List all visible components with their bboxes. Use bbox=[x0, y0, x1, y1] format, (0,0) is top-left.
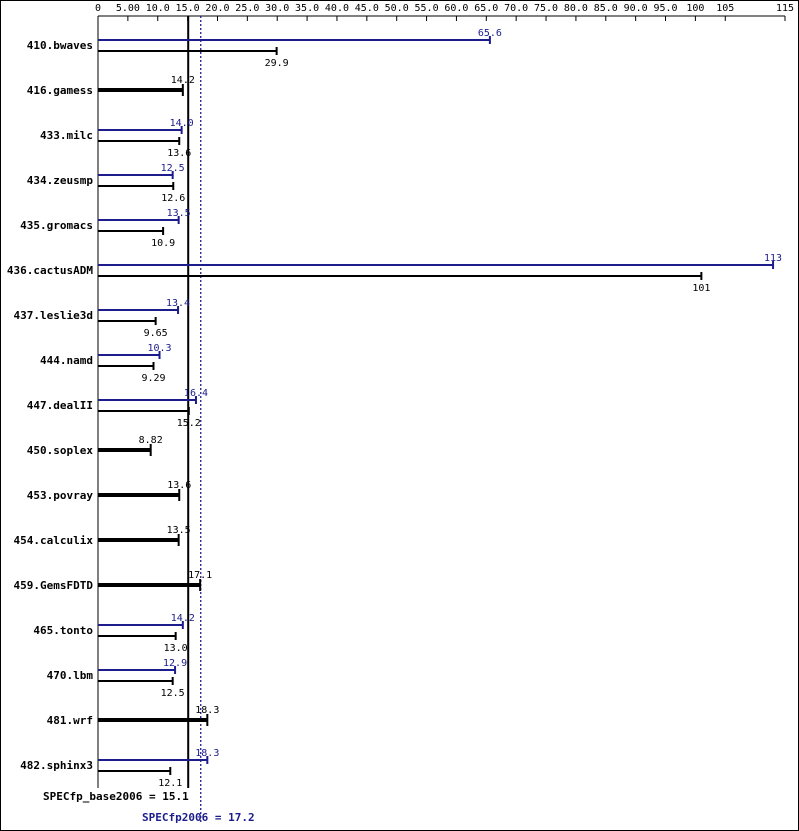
x-tick-label: 65.0 bbox=[474, 3, 498, 14]
summary-peak-label: SPECfp2006 = 17.2 bbox=[142, 811, 255, 824]
x-tick-label: 70.0 bbox=[504, 3, 528, 14]
benchmark-label: 450.soplex bbox=[27, 444, 94, 457]
base-value-label: 12.5 bbox=[161, 688, 185, 699]
base-value-label: 17.1 bbox=[188, 570, 212, 581]
benchmark-label: 454.calculix bbox=[14, 534, 94, 547]
benchmark-label: 437.leslie3d bbox=[14, 309, 93, 322]
x-tick-label: 10.0 bbox=[146, 3, 170, 14]
peak-value-label: 13.4 bbox=[166, 298, 190, 309]
benchmark-label: 459.GemsFDTD bbox=[14, 579, 94, 592]
base-value-label: 12.6 bbox=[161, 193, 185, 204]
x-tick-label: 35.0 bbox=[295, 3, 319, 14]
x-tick-label: 25.0 bbox=[235, 3, 259, 14]
peak-value-label: 10.3 bbox=[147, 343, 171, 354]
benchmark-label: 453.povray bbox=[27, 489, 94, 502]
benchmark-label: 481.wrf bbox=[47, 714, 93, 727]
peak-value-label: 12.9 bbox=[163, 658, 187, 669]
base-value-label: 12.1 bbox=[158, 778, 182, 789]
benchmark-bars bbox=[98, 36, 775, 775]
peak-value-label: 13.5 bbox=[167, 208, 191, 219]
x-tick-label: 100 bbox=[686, 3, 704, 14]
x-tick-label: 5.00 bbox=[116, 3, 140, 14]
benchmark-label: 436.cactusADM bbox=[7, 264, 93, 277]
base-value-label: 29.9 bbox=[265, 58, 289, 69]
x-tick-label: 115 bbox=[776, 3, 794, 14]
x-tick-label: 95.0 bbox=[653, 3, 677, 14]
benchmark-label: 447.dealII bbox=[27, 399, 93, 412]
x-tick-label: 75.0 bbox=[534, 3, 558, 14]
base-value-label: 101 bbox=[692, 283, 710, 294]
benchmark-label: 416.gamess bbox=[27, 84, 93, 97]
peak-value-label: 113 bbox=[764, 253, 782, 264]
benchmark-label: 434.zeusmp bbox=[27, 174, 94, 187]
x-tick-label: 45.0 bbox=[355, 3, 379, 14]
x-tick-label: 85.0 bbox=[594, 3, 618, 14]
peak-value-label: 14.2 bbox=[171, 613, 195, 624]
base-value-label: 15.2 bbox=[177, 418, 201, 429]
benchmark-label: 433.milc bbox=[40, 129, 93, 142]
base-value-label: 18.3 bbox=[195, 705, 219, 716]
x-tick-label: 30.0 bbox=[265, 3, 289, 14]
peak-value-label: 18.3 bbox=[195, 748, 219, 759]
base-value-label: 13.0 bbox=[164, 643, 188, 654]
benchmark-label: 465.tonto bbox=[33, 624, 93, 637]
base-value-label: 10.9 bbox=[151, 238, 175, 249]
peak-value-label: 16.4 bbox=[184, 388, 208, 399]
base-value-label: 13.5 bbox=[167, 525, 191, 536]
base-value-label: 9.65 bbox=[144, 328, 168, 339]
summary-base-label: SPECfp_base2006 = 15.1 bbox=[43, 790, 189, 803]
benchmark-label: 435.gromacs bbox=[20, 219, 93, 232]
x-tick-label: 80.0 bbox=[564, 3, 588, 14]
x-tick-label: 40.0 bbox=[325, 3, 349, 14]
x-tick-label: 0 bbox=[95, 3, 101, 14]
base-value-label: 13.6 bbox=[167, 480, 191, 491]
benchmark-label: 470.lbm bbox=[47, 669, 94, 682]
benchmark-label: 410.bwaves bbox=[27, 39, 93, 52]
base-value-label: 13.6 bbox=[167, 148, 191, 159]
benchmark-label: 444.namd bbox=[40, 354, 93, 367]
base-value-label: 9.29 bbox=[141, 373, 165, 384]
base-value-label: 14.2 bbox=[171, 75, 195, 86]
x-tick-label: 90.0 bbox=[624, 3, 648, 14]
x-tick-label: 50.0 bbox=[385, 3, 409, 14]
x-tick-label: 105 bbox=[716, 3, 734, 14]
x-tick-label: 60.0 bbox=[444, 3, 468, 14]
peak-value-label: 12.5 bbox=[161, 163, 185, 174]
base-value-label: 8.82 bbox=[139, 435, 163, 446]
benchmark-label: 482.sphinx3 bbox=[20, 759, 93, 772]
x-tick-label: 20.0 bbox=[205, 3, 229, 14]
x-tick-label: 55.0 bbox=[415, 3, 439, 14]
x-tick-label: 15.0 bbox=[176, 3, 200, 14]
benchmark-labels: 410.bwaves 65.6 29.9 416.gamess 14.2 433.milc… bbox=[7, 28, 782, 789]
x-axis: 0 5.00 10.0 15.0 20.0 25.0 30.0 35.0 40.0 45.0 50.… bbox=[95, 3, 794, 788]
peak-value-label: 14.0 bbox=[170, 118, 194, 129]
peak-value-label: 65.6 bbox=[478, 28, 502, 39]
summary-lines bbox=[187, 16, 202, 822]
